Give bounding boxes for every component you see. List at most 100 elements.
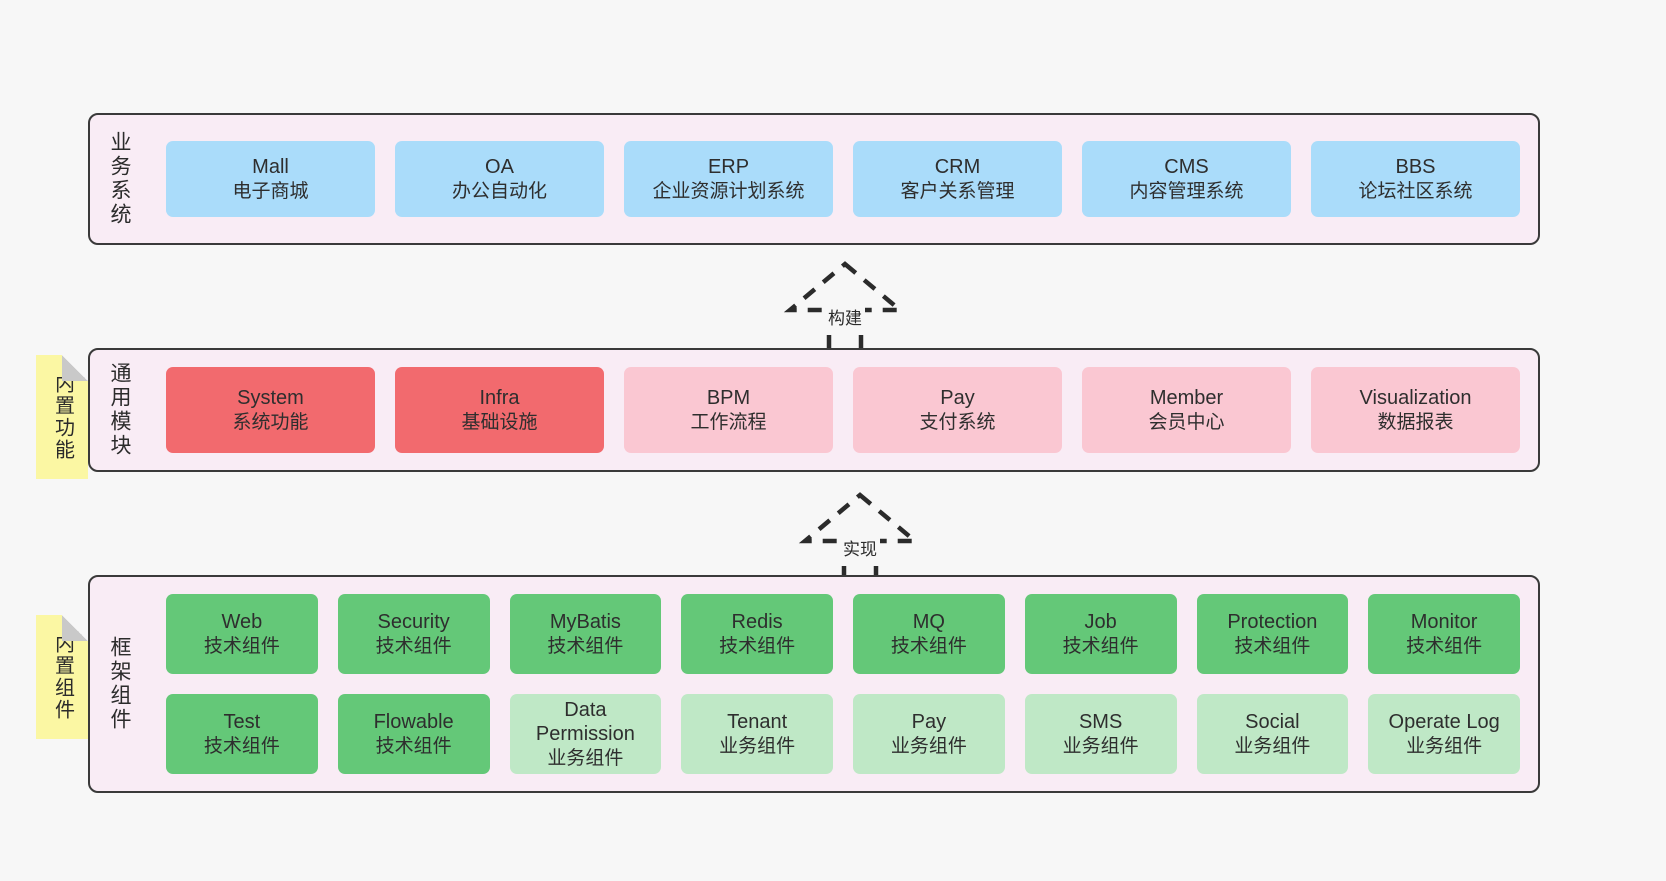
box-infra-subtitle: 基础设施 xyxy=(461,411,538,433)
box-pay-module-title: Pay xyxy=(940,387,975,410)
box-job[interactable]: Job 技术组件 xyxy=(1024,594,1177,674)
box-security[interactable]: Security 技术组件 xyxy=(337,594,490,674)
box-flowable[interactable]: Flowable 技术组件 xyxy=(337,694,490,774)
box-sms-title: SMS xyxy=(1078,711,1123,734)
box-test-title: Test xyxy=(223,711,261,734)
box-test[interactable]: Test 技术组件 xyxy=(166,694,318,774)
box-mall[interactable]: Mall 电子商城 xyxy=(166,141,375,217)
layer-framework-components: 框架组件 Web 技术组件 Security 技术组件 MyBatis 技术组件… xyxy=(88,575,1540,793)
box-pay-module[interactable]: Pay 支付系统 xyxy=(853,367,1062,453)
box-mybatis-subtitle: 技术组件 xyxy=(547,635,624,657)
box-member-title: Member xyxy=(1149,387,1224,410)
box-mq[interactable]: MQ 技术组件 xyxy=(853,594,1005,674)
box-erp-title: ERP xyxy=(707,156,750,179)
box-monitor-subtitle: 技术组件 xyxy=(1406,635,1483,657)
box-bpm-title: BPM xyxy=(706,387,751,410)
box-visualization-subtitle: 数据报表 xyxy=(1377,411,1454,433)
framework-tech-row: Web 技术组件 Security 技术组件 MyBatis 技术组件 Redi… xyxy=(166,594,1520,674)
connector-build-label: 构建 xyxy=(825,304,865,329)
box-visualization-title: Visualization xyxy=(1359,387,1472,410)
box-web[interactable]: Web 技术组件 xyxy=(166,594,318,674)
note-builtin-features-label: 内置功能 xyxy=(51,373,74,461)
box-sms-subtitle: 业务组件 xyxy=(1062,735,1139,757)
box-redis-subtitle: 技术组件 xyxy=(719,635,796,657)
box-visualization[interactable]: Visualization 数据报表 xyxy=(1311,367,1520,453)
box-cms[interactable]: CMS 内容管理系统 xyxy=(1082,141,1291,217)
box-social-subtitle: 业务组件 xyxy=(1234,735,1311,757)
box-operate-log-subtitle: 业务组件 xyxy=(1406,735,1483,757)
box-tenant[interactable]: Tenant 业务组件 xyxy=(681,694,833,774)
layer-business-systems-title: 业务系统 xyxy=(108,131,132,227)
box-oa-subtitle: 办公自动化 xyxy=(451,180,547,202)
box-security-title: Security xyxy=(377,611,450,634)
box-mall-title: Mall xyxy=(252,156,289,179)
layer-common-modules-title: 通用模块 xyxy=(108,362,132,458)
note-builtin-features: 内置功能 xyxy=(36,355,88,479)
box-web-title: Web xyxy=(221,611,263,634)
box-redis[interactable]: Redis 技术组件 xyxy=(681,594,833,674)
box-job-subtitle: 技术组件 xyxy=(1062,635,1139,657)
box-data-permission-subtitle: 业务组件 xyxy=(547,747,624,769)
box-protection-subtitle: 技术组件 xyxy=(1234,635,1311,657)
box-oa-title: OA xyxy=(485,156,514,179)
layer-common-modules-body: System 系统功能 Infra 基础设施 BPM 工作流程 Pay 支付系统… xyxy=(148,350,1538,470)
box-social-title: Social xyxy=(1245,711,1300,734)
box-bpm[interactable]: BPM 工作流程 xyxy=(624,367,833,453)
box-system[interactable]: System 系统功能 xyxy=(166,367,375,453)
box-member-subtitle: 会员中心 xyxy=(1148,411,1225,433)
box-bbs-title: BBS xyxy=(1395,156,1436,179)
box-mybatis[interactable]: MyBatis 技术组件 xyxy=(509,594,662,674)
box-data-permission-title: Data Permission xyxy=(535,699,635,746)
box-tenant-title: Tenant xyxy=(727,711,788,734)
box-flowable-title: Flowable xyxy=(373,711,454,734)
box-cms-subtitle: 内容管理系统 xyxy=(1129,180,1244,202)
layer-framework-components-body: Web 技术组件 Security 技术组件 MyBatis 技术组件 Redi… xyxy=(148,577,1538,791)
box-web-subtitle: 技术组件 xyxy=(203,635,280,657)
box-erp-subtitle: 企业资源计划系统 xyxy=(652,180,805,202)
box-bpm-subtitle: 工作流程 xyxy=(690,411,767,433)
box-job-title: Job xyxy=(1084,611,1117,634)
box-mq-subtitle: 技术组件 xyxy=(890,635,967,657)
box-test-subtitle: 技术组件 xyxy=(203,735,280,757)
layer-business-systems: 业务系统 Mall 电子商城 OA 办公自动化 ERP 企业资源计划系统 CRM… xyxy=(88,113,1540,245)
box-pay-component-subtitle: 业务组件 xyxy=(890,735,967,757)
box-monitor-title: Monitor xyxy=(1410,611,1478,634)
box-bbs[interactable]: BBS 论坛社区系统 xyxy=(1311,141,1520,217)
box-sms[interactable]: SMS 业务组件 xyxy=(1024,694,1177,774)
box-security-subtitle: 技术组件 xyxy=(375,635,452,657)
business-systems-row: Mall 电子商城 OA 办公自动化 ERP 企业资源计划系统 CRM 客户关系… xyxy=(166,141,1520,217)
box-infra[interactable]: Infra 基础设施 xyxy=(395,367,604,453)
box-data-permission[interactable]: Data Permission 业务组件 xyxy=(509,694,662,774)
box-crm-subtitle: 客户关系管理 xyxy=(900,180,1015,202)
box-flowable-subtitle: 技术组件 xyxy=(375,735,452,757)
box-system-subtitle: 系统功能 xyxy=(232,411,309,433)
box-bbs-subtitle: 论坛社区系统 xyxy=(1358,180,1473,202)
box-redis-title: Redis xyxy=(731,611,783,634)
connector-implement: 实现 xyxy=(770,489,950,581)
box-oa[interactable]: OA 办公自动化 xyxy=(395,141,604,217)
note-builtin-components: 内置组件 xyxy=(36,615,88,739)
connector-implement-label: 实现 xyxy=(840,535,880,560)
box-mall-subtitle: 电子商城 xyxy=(232,180,309,202)
framework-business-row: Test 技术组件 Flowable 技术组件 Data Permission … xyxy=(166,694,1520,774)
box-social[interactable]: Social 业务组件 xyxy=(1196,694,1349,774)
box-crm[interactable]: CRM 客户关系管理 xyxy=(853,141,1062,217)
box-system-title: System xyxy=(237,387,304,410)
common-modules-row: System 系统功能 Infra 基础设施 BPM 工作流程 Pay 支付系统… xyxy=(166,367,1520,453)
note-builtin-components-label: 内置组件 xyxy=(51,633,74,721)
layer-common-modules: 通用模块 System 系统功能 Infra 基础设施 BPM 工作流程 Pay… xyxy=(88,348,1540,472)
box-crm-title: CRM xyxy=(934,156,981,179)
layer-business-systems-body: Mall 电子商城 OA 办公自动化 ERP 企业资源计划系统 CRM 客户关系… xyxy=(148,115,1538,243)
box-monitor[interactable]: Monitor 技术组件 xyxy=(1368,594,1520,674)
layer-framework-components-title: 框架组件 xyxy=(108,636,132,732)
box-protection[interactable]: Protection 技术组件 xyxy=(1196,594,1349,674)
box-pay-component[interactable]: Pay 业务组件 xyxy=(853,694,1005,774)
box-erp[interactable]: ERP 企业资源计划系统 xyxy=(624,141,833,217)
box-member[interactable]: Member 会员中心 xyxy=(1082,367,1291,453)
box-mybatis-title: MyBatis xyxy=(549,611,621,634)
box-operate-log-title: Operate Log xyxy=(1388,711,1500,734)
box-pay-component-title: Pay xyxy=(911,711,947,734)
box-operate-log[interactable]: Operate Log 业务组件 xyxy=(1368,694,1520,774)
connector-build: 构建 xyxy=(755,258,935,350)
